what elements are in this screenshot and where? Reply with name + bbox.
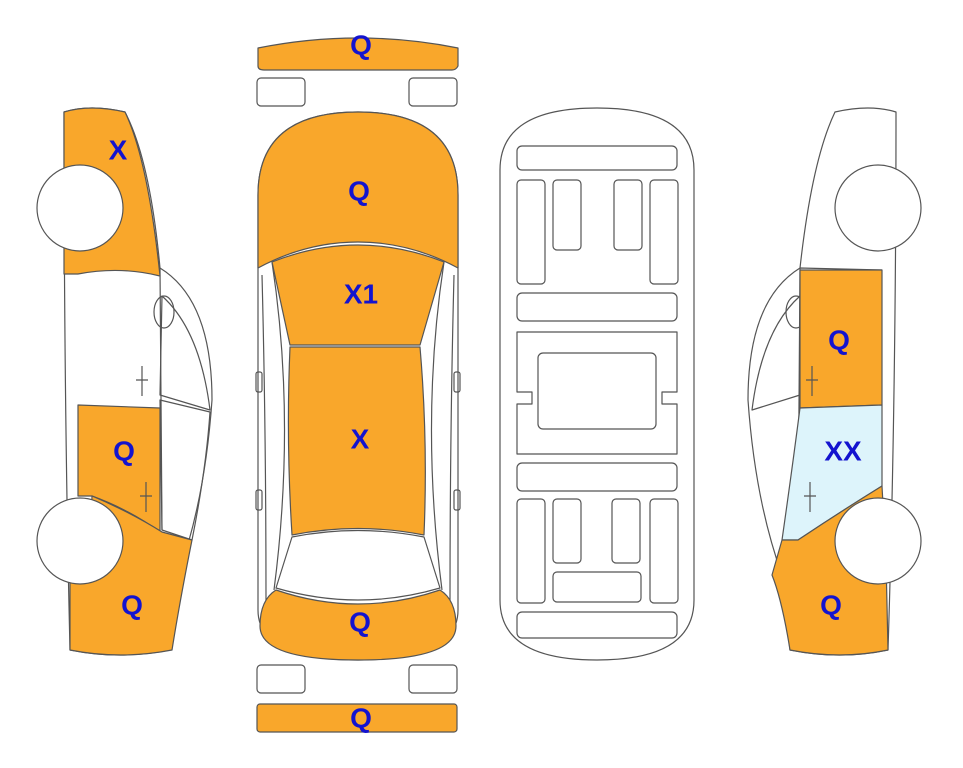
hood[interactable]	[257, 111, 459, 269]
left-front-window	[159, 295, 211, 411]
label-left-rear-quarter: Q	[121, 590, 143, 621]
right-side-outline	[747, 107, 897, 656]
right-rear-handle	[804, 482, 816, 512]
damage-labels: Q Q X1 X Q Q X Q Q Q XX Q	[109, 30, 862, 734]
body-pillar-left	[271, 261, 286, 591]
right-front-wheel	[834, 164, 922, 252]
mirror-right	[453, 371, 461, 393]
interior-view	[499, 107, 695, 661]
rear-seat-right-outer	[649, 498, 679, 604]
center-frame	[516, 331, 678, 455]
label-rear-bumper: Q	[350, 703, 372, 734]
label-right-rear-quarter: Q	[820, 590, 842, 621]
label-right-front-door: Q	[828, 325, 850, 356]
label-left-front-fender: X	[109, 135, 128, 166]
rear-light-left	[256, 664, 306, 694]
right-front-handle	[806, 366, 818, 396]
rear-window	[275, 529, 441, 601]
rear-light-right	[408, 664, 458, 694]
label-hood: Q	[348, 176, 370, 207]
trunk[interactable]	[259, 589, 457, 661]
rear-bumper[interactable]	[256, 703, 458, 733]
left-front-handle	[136, 366, 148, 396]
rear-seat-left	[552, 498, 582, 564]
front-seat-left	[552, 179, 582, 251]
roof[interactable]	[287, 346, 426, 536]
label-roof: X	[351, 424, 370, 455]
mirror-left	[255, 371, 263, 393]
windshield[interactable]	[271, 244, 445, 346]
label-right-rear-door-glass: XX	[824, 436, 862, 467]
right-front-window	[751, 295, 801, 411]
left-mirror	[153, 295, 175, 329]
front-seat-left-outer	[516, 179, 546, 285]
front-seat-right	[613, 179, 643, 251]
front-bumper[interactable]	[257, 37, 459, 71]
left-front-wheel	[36, 164, 124, 252]
left-side-view	[36, 107, 213, 656]
rear-seat-left-outer	[516, 498, 546, 604]
rear-bench	[552, 571, 642, 603]
front-floor	[516, 292, 678, 322]
handle-left	[255, 489, 263, 511]
front-seat-right-outer	[649, 179, 679, 285]
left-rear-handle	[140, 482, 152, 512]
body-inner-left	[261, 274, 267, 601]
label-windshield: X1	[344, 279, 378, 310]
front-light-left	[256, 77, 306, 107]
label-left-rear-door: Q	[113, 436, 135, 467]
center-console	[537, 352, 657, 430]
right-rear-wheel	[834, 497, 922, 585]
trunk-floor	[516, 611, 678, 639]
label-front-bumper: Q	[350, 30, 372, 61]
left-rear-wheel	[36, 497, 124, 585]
interior-outline	[499, 107, 695, 661]
left-rear-window	[159, 399, 211, 541]
handle-right	[453, 489, 461, 511]
right-side-view	[747, 107, 922, 656]
body-pillar-right	[430, 261, 445, 591]
dashboard	[516, 145, 678, 171]
body-inner-right	[449, 274, 455, 601]
label-trunk: Q	[349, 607, 371, 638]
rear-seat-right	[611, 498, 641, 564]
rear-floor	[516, 462, 678, 492]
top-view	[255, 37, 461, 733]
front-light-right	[408, 77, 458, 107]
